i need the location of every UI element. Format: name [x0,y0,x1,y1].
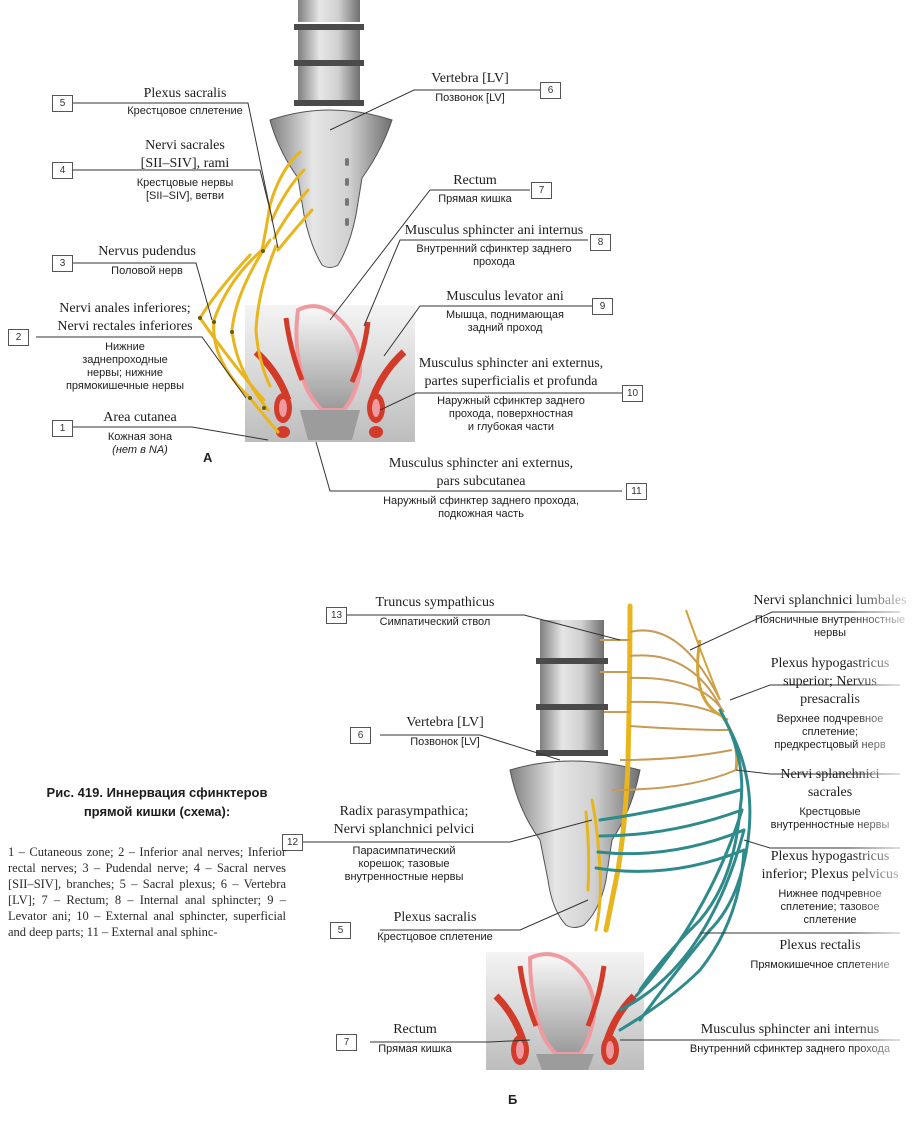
label-nervi-sacrales-rus-1: Крестцовые нервы [80,177,290,190]
label-area-cutanea-rus-2: (нет в NA) [80,444,200,457]
label-rectum-a-rus: Прямая кишка [420,193,530,206]
label-vertebra-a-rus: Позвонок [LV] [400,92,540,105]
label-nervi-anales-rus-1: Нижние [30,341,220,354]
label-sphincter-internus-a-lat: Musculus sphincter ani internus [398,222,590,239]
label-number-13: 13 [326,607,347,624]
label-sphincter-externus-subcutanea-lat-2: pars subcutanea [340,473,622,490]
label-nervi-sacrales-rus-2: [SII–SIV], ветви [80,190,290,203]
label-number-7-b: 7 [336,1034,357,1051]
label-rectum-b-lat: Rectum [360,1021,470,1038]
label-rectum-b-rus: Прямая кишка [360,1043,470,1056]
label-number-1: 1 [52,420,73,437]
label-plexus-sacralis-b-lat: Plexus sacralis [360,909,510,926]
label-levator-ani-rus-1: Мышца, поднимающая [420,309,590,322]
label-levator-ani-rus-2: задний проход [420,322,590,335]
label-sphincter-externus-subcutanea-rus-1: Наружный сфинктер заднего прохода, [340,495,622,508]
label-sphincter-externus-profunda-lat-2: partes superficialis et profunda [400,373,622,390]
label-sphincter-internus-a-rus-2: прохода [398,256,590,269]
figure-a-letter: А [203,450,212,465]
label-plexus-sacralis-b-rus: Крестцовое сплетение [360,931,510,944]
label-vertebra-b-rus: Позвонок [LV] [380,736,510,749]
label-nervi-sacrales-lat-1: Nervi sacrales [80,137,290,154]
label-number-8: 8 [590,234,611,251]
figure-caption-title: Рис. 419. Иннервация сфинктеров прямой к… [28,783,286,821]
lumbar-spine-b [536,620,608,756]
label-nervi-anales-rus-3: нервы; нижние [30,367,220,380]
label-number-10: 10 [622,385,643,402]
label-area-cutanea-rus-1: Кожная зона [80,431,200,444]
label-nervi-anales-lat-2: Nervi rectales inferiores [30,318,220,335]
label-truncus-sympathicus-lat: Truncus sympathicus [350,594,520,611]
label-radix-parasympathica-lat-2: Nervi splanchnici pelvici [304,821,504,838]
label-nervi-anales-rus-2: заднепроходные [30,354,220,367]
label-sphincter-externus-profunda-rus-3: и глубокая части [400,421,622,434]
lumbar-spine-a [294,0,364,106]
label-vertebra-a-lat: Vertebra [LV] [400,70,540,87]
label-radix-parasympathica-lat-1: Radix parasympathica; [304,803,504,820]
label-radix-parasympathica-rus-1: Парасимпатический [304,845,504,858]
label-number-5-b: 5 [330,922,351,939]
label-sphincter-externus-profunda-lat-1: Musculus sphincter ani externus, [400,355,622,372]
label-number-5: 5 [52,95,73,112]
label-rectum-a-lat: Rectum [420,172,530,189]
right-edge-fade [850,575,920,1135]
label-number-2: 2 [8,329,29,346]
label-nervi-sacrales-lat-2: [SII–SIV], rami [80,155,290,172]
label-sphincter-externus-subcutanea-rus-2: подкожная часть [340,508,622,521]
label-nervus-pudendus-rus: Половой нерв [72,265,222,278]
label-vertebra-b-lat: Vertebra [LV] [380,714,510,731]
label-sphincter-externus-subcutanea-lat-1: Musculus sphincter ani externus, [340,455,622,472]
figure-b-letter: Б [508,1092,517,1107]
label-nervi-anales-rus-4: прямокишечные нервы [30,380,220,393]
label-radix-parasympathica-rus-2: корешок; тазовые [304,858,504,871]
label-area-cutanea-lat: Area cutanea [80,409,200,426]
label-sphincter-internus-a-rus-1: Внутренний сфинктер заднего [398,243,590,256]
label-truncus-sympathicus-rus: Симпатический ствол [350,616,520,629]
label-nervus-pudendus-lat: Nervus pudendus [72,243,222,260]
label-sphincter-externus-profunda-rus-1: Наружный сфинктер заднего [400,395,622,408]
figure-caption-text: 1 – Cutaneous zone; 2 – Inferior anal ne… [8,844,286,940]
label-plexus-sacralis-lat: Plexus sacralis [90,85,280,102]
label-levator-ani-lat: Musculus levator ani [420,288,590,305]
label-number-9: 9 [592,298,613,315]
label-number-7-a: 7 [531,182,552,199]
label-nervi-anales-lat-1: Nervi anales inferiores; [30,300,220,317]
label-number-6-b: 6 [350,727,371,744]
figure-a-drawing [198,0,415,442]
label-plexus-sacralis-rus: Крестцовое сплетение [90,105,280,118]
label-number-11: 11 [626,483,647,500]
label-number-4: 4 [52,162,73,179]
label-radix-parasympathica-rus-3: внутренностные нервы [304,871,504,884]
label-number-6-a: 6 [540,82,561,99]
label-number-3: 3 [52,255,73,272]
label-sphincter-externus-profunda-rus-2: прохода, поверхностная [400,408,622,421]
